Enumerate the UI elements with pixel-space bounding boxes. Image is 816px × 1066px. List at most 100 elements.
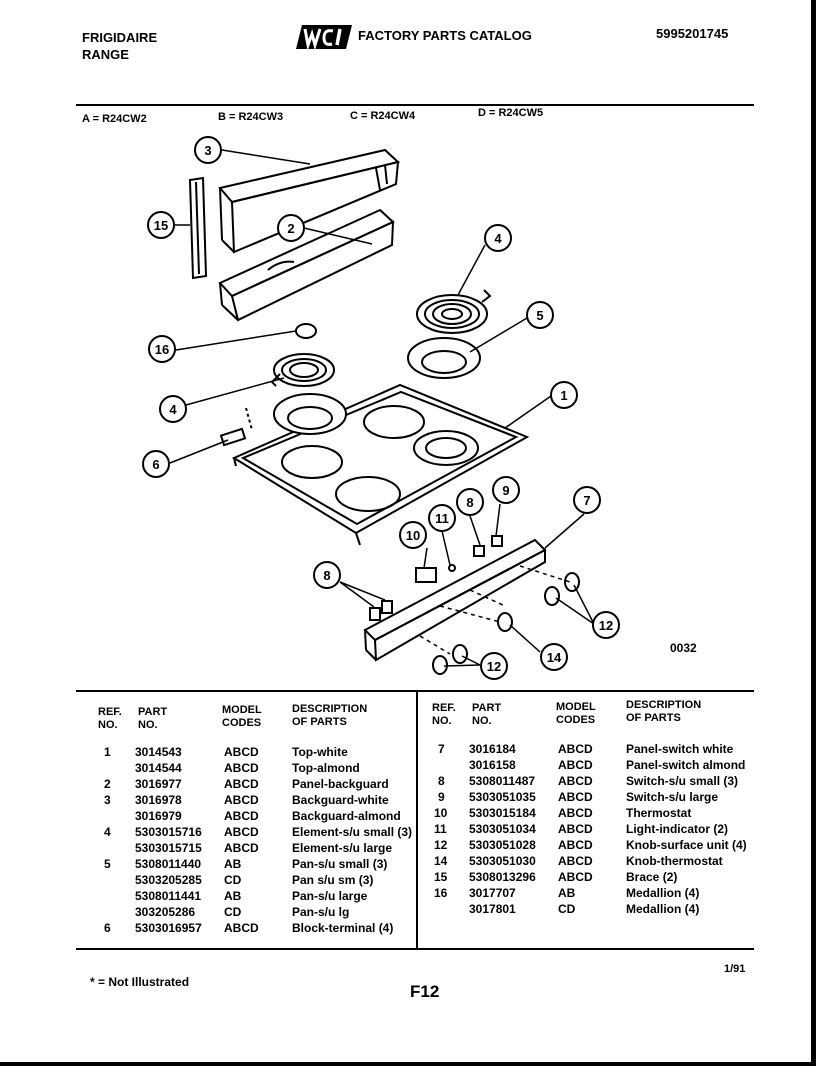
codes-cell: ABCD bbox=[558, 806, 593, 820]
codes-cell: ABCD bbox=[558, 822, 593, 836]
desc-cell: Pan-s/u lg bbox=[292, 905, 350, 919]
logo-lettering bbox=[303, 28, 342, 51]
model-b: B = R24CW3 bbox=[218, 111, 284, 123]
callout-3: 3 bbox=[194, 136, 222, 164]
part-cell: 5308011487 bbox=[469, 774, 536, 788]
desc-cell: Pan-s/u large bbox=[292, 889, 368, 903]
wci-logo bbox=[296, 24, 354, 51]
callout-16: 16 bbox=[148, 335, 176, 363]
part-cell: 5303051028 bbox=[469, 838, 536, 852]
ref-cell: 1 bbox=[104, 745, 111, 759]
ref-cell: 11 bbox=[434, 822, 447, 836]
svg-text:6: 6 bbox=[152, 457, 159, 472]
desc-cell: Knob-thermostat bbox=[626, 854, 723, 868]
codes-cell: ABCD bbox=[224, 793, 259, 807]
ref-cell: 14 bbox=[434, 854, 448, 868]
callouts: 3 15 2 4 5 16 1 4 6 8 9 11 10 7 8 12 14 … bbox=[142, 136, 620, 680]
part-cell: 5308011441 bbox=[135, 889, 202, 903]
desc-cell: Block-terminal (4) bbox=[292, 921, 394, 935]
part-cell: 3016977 bbox=[135, 777, 182, 791]
svg-text:16: 16 bbox=[155, 342, 169, 357]
top-rule bbox=[76, 104, 754, 106]
product-type: RANGE bbox=[82, 47, 129, 62]
svg-text:2: 2 bbox=[287, 221, 294, 236]
svg-text:4: 4 bbox=[169, 402, 177, 417]
codes-cell: ABCD bbox=[558, 774, 593, 788]
codes-cell: AB bbox=[224, 857, 242, 871]
svg-text:3: 3 bbox=[204, 143, 211, 158]
diagram-code: 0032 bbox=[670, 641, 697, 655]
ref-cell: 5 bbox=[104, 857, 111, 871]
part-cell: 3016978 bbox=[135, 793, 182, 807]
scan-edge-bottom bbox=[0, 1062, 816, 1066]
terminal-block-part bbox=[219, 407, 253, 447]
part-cell: 5303015716 bbox=[135, 825, 202, 839]
knob-parts bbox=[419, 565, 580, 675]
part-cell: 5303051034 bbox=[469, 822, 536, 836]
codes-cell: CD bbox=[558, 902, 576, 916]
desc-cell: Switch-s/u small (3) bbox=[626, 774, 739, 788]
callout-2: 2 bbox=[277, 214, 305, 242]
page-number: F12 bbox=[410, 982, 440, 1001]
svg-text:14: 14 bbox=[547, 650, 562, 665]
svg-text:4: 4 bbox=[494, 231, 502, 246]
part-cell: 5308013296 bbox=[469, 870, 536, 884]
desc-cell: Knob-surface unit (4) bbox=[626, 838, 747, 852]
callout-8-lower: 8 bbox=[313, 561, 341, 589]
wci-logo-graphic bbox=[296, 25, 352, 51]
ref-cell: 15 bbox=[434, 870, 448, 884]
model-d: D = R24CW5 bbox=[478, 107, 544, 119]
ref-cell: 12 bbox=[434, 838, 448, 852]
svg-text:8: 8 bbox=[466, 495, 473, 510]
part-cell: 5303015715 bbox=[135, 841, 202, 855]
callout-12-right: 12 bbox=[592, 611, 620, 639]
codes-cell: ABCD bbox=[558, 790, 593, 804]
table-top-rule bbox=[76, 690, 754, 692]
part-cell: 5303205285 bbox=[135, 873, 202, 887]
part-cell: 3017707 bbox=[469, 886, 516, 900]
part-cell: 5303051035 bbox=[469, 790, 536, 804]
leader-lines bbox=[169, 149, 595, 667]
part-cell: 3016979 bbox=[135, 809, 182, 823]
part-cell: 3016184 bbox=[469, 742, 516, 756]
svg-text:10: 10 bbox=[406, 528, 420, 543]
scan-edge-right bbox=[811, 0, 816, 1066]
desc-cell: Element-s/u large bbox=[292, 841, 393, 855]
callout-12-lower: 12 bbox=[480, 652, 508, 680]
codes-cell: ABCD bbox=[224, 761, 259, 775]
drip-pan-right bbox=[407, 337, 481, 379]
callout-14: 14 bbox=[540, 643, 568, 671]
model-a: A = R24CW2 bbox=[82, 113, 147, 125]
desc-cell: Panel-switch white bbox=[626, 742, 734, 756]
callout-15: 15 bbox=[147, 211, 175, 239]
ref-cell: 4 bbox=[104, 825, 111, 839]
cooktop-part bbox=[231, 383, 530, 546]
desc-cell: Switch-s/u large bbox=[626, 790, 719, 804]
desc-cell: Element-s/u small (3) bbox=[292, 825, 413, 839]
header-ref-right: REF.NO. bbox=[432, 702, 456, 727]
switch-parts bbox=[369, 535, 503, 621]
callout-4-left: 4 bbox=[159, 395, 187, 423]
codes-cell: ABCD bbox=[224, 745, 259, 759]
ref-cell: 10 bbox=[434, 806, 448, 820]
desc-cell: Top-almond bbox=[292, 761, 360, 775]
part-cell: 303205286 bbox=[135, 905, 196, 919]
desc-cell: Pan-s/u small (3) bbox=[292, 857, 388, 871]
surface-element-small bbox=[270, 353, 335, 387]
parts-diagram: 3 15 2 4 5 16 1 4 6 8 9 11 10 7 8 12 14 … bbox=[142, 136, 697, 680]
part-cell: 5303051030 bbox=[469, 854, 536, 868]
model-c: C = R24CW4 bbox=[350, 110, 416, 122]
desc-cell: Backguard-almond bbox=[292, 809, 401, 823]
codes-cell: ABCD bbox=[558, 854, 593, 868]
table-bottom-rule bbox=[76, 948, 754, 950]
codes-cell: CD bbox=[224, 873, 242, 887]
desc-cell: Top-white bbox=[292, 745, 348, 759]
svg-text:1: 1 bbox=[560, 388, 567, 403]
svg-text:11: 11 bbox=[435, 511, 449, 526]
